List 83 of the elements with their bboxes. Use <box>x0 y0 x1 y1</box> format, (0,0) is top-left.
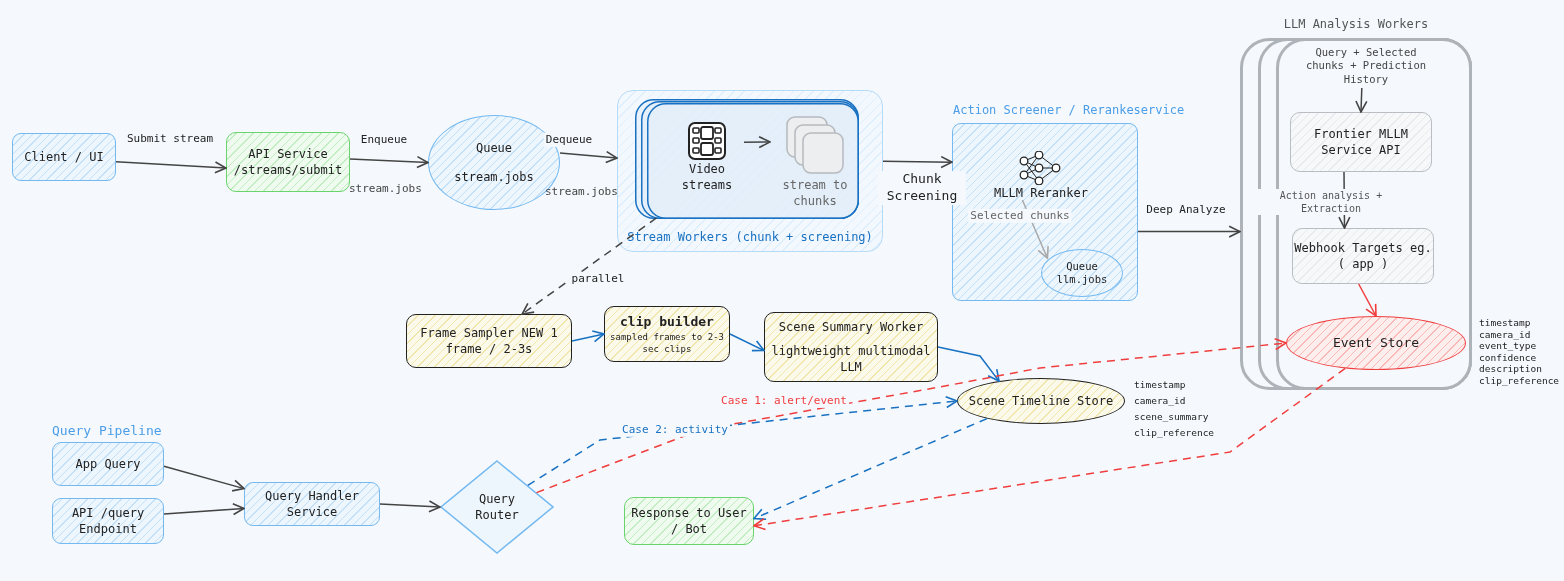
queue-name: stream.jobs <box>349 182 422 195</box>
input-box <box>52 498 164 544</box>
process-box <box>604 306 730 362</box>
field-name: event_type <box>1479 340 1537 353</box>
queue-name: stream.jobs <box>545 185 618 198</box>
arrow <box>1355 87 1368 113</box>
node-label: API /query Endpoint <box>70 504 146 538</box>
node-sublabel: sampled frames to 2-3 sec clips <box>609 330 725 355</box>
process-box <box>406 314 572 368</box>
node-label: Frontier MLLM Service API <box>1313 125 1409 159</box>
node-label: Response to User / Bot <box>630 504 748 538</box>
edge-label: Selected chunks <box>968 208 1072 224</box>
process-box <box>764 312 938 382</box>
node-label: Query Router <box>474 490 520 524</box>
target-box <box>1292 228 1434 284</box>
arrow <box>349 155 429 169</box>
arrow <box>115 161 227 174</box>
field-name: scene_summary <box>1134 411 1209 424</box>
dashed-arrow <box>753 417 988 521</box>
edge-label: Case 1: alert/event <box>719 393 849 409</box>
node-label: Queue <box>475 140 513 157</box>
node-label: Webhook Targets eg. ( app ) <box>1293 239 1433 273</box>
edge-label: Deep Analyze <box>1144 202 1228 218</box>
response-box <box>624 497 754 545</box>
decision-diamond <box>440 460 554 554</box>
node-label: API Service /streams/submit <box>232 145 344 179</box>
node-label: Video streams <box>680 160 734 194</box>
arrow <box>559 150 618 164</box>
field-name: timestamp <box>1479 317 1531 330</box>
node-label: stream to chunks <box>781 176 849 210</box>
arrow <box>163 465 245 492</box>
arrow <box>1338 171 1351 229</box>
field-name: confidence <box>1479 351 1537 365</box>
edge-label: Enqueue <box>358 132 410 148</box>
edge-label: Case 2: activity <box>620 422 730 438</box>
edge-label: parallel <box>569 271 627 287</box>
arrow <box>379 500 441 513</box>
arrow <box>1137 225 1241 238</box>
node-sublabel: llm.jobs <box>1056 273 1108 287</box>
dashed-arrow <box>527 395 958 487</box>
node-label: clip builder <box>620 313 714 331</box>
group-heading: Action Screener / Rerankeservice <box>953 101 1185 118</box>
handler-box <box>244 482 380 526</box>
service-box <box>226 132 350 192</box>
field-name: camera_id <box>1479 328 1531 342</box>
arrow <box>163 502 245 516</box>
node-label: MLLM Reranker <box>994 184 1088 201</box>
node-label: Scene Summary Worker <box>778 318 924 335</box>
arrow <box>1021 199 1049 259</box>
group-heading: LLM Analysis Workers <box>1283 15 1429 32</box>
arrow <box>1357 283 1377 317</box>
node-label: Query Handler Service <box>264 487 360 521</box>
note-text: Query + Selected chunks + Prediction History <box>1296 44 1436 88</box>
dashed-arrow <box>753 367 1346 531</box>
node-sublabel: lightweight multimodal LLM <box>770 342 932 376</box>
service-box <box>1290 112 1432 172</box>
dashed-arrow <box>521 217 658 315</box>
node-label: Client / UI <box>24 148 104 166</box>
field-name: description <box>1479 363 1542 376</box>
input-box <box>52 442 164 486</box>
node-label: Frame Sampler NEW 1 frame / 2-3s <box>419 324 559 358</box>
group-heading: Stream Workers (chunk + screening) <box>627 228 873 245</box>
node-label: Queue <box>1066 259 1098 273</box>
node-sublabel: stream.jobs <box>454 168 534 185</box>
node-label: Event Store <box>1332 334 1420 352</box>
edge-label: Dequeue <box>543 132 595 148</box>
node-label: Scene Timeline Store <box>968 392 1114 410</box>
dashed-arrow <box>535 337 1287 494</box>
arrow <box>571 330 605 343</box>
field-name: clip_reference <box>1479 374 1560 388</box>
stacked-worker-box <box>635 99 859 219</box>
arrow <box>729 333 765 352</box>
arrow <box>937 346 1000 382</box>
node-label: App Query <box>75 455 141 473</box>
arrow <box>743 135 771 149</box>
field-name: camera_id <box>1134 395 1186 408</box>
field-name: clip_reference <box>1134 427 1215 440</box>
field-name: timestamp <box>1134 379 1186 392</box>
edge-label: Chunk Screening <box>878 171 966 205</box>
worker-group-box <box>617 90 883 252</box>
queue-circle <box>1041 249 1123 297</box>
arrow <box>882 155 953 169</box>
client-box <box>12 133 116 181</box>
